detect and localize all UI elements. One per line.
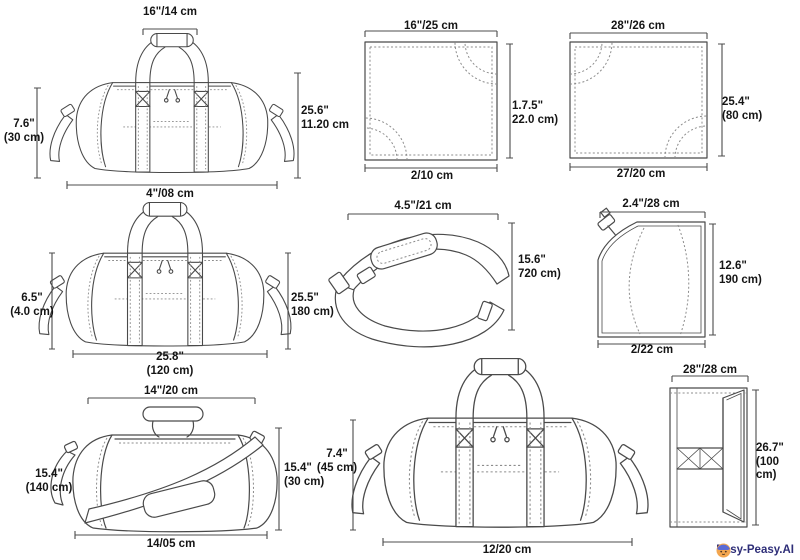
- duffel-small-top-dimension-label: 16"/14 cm: [142, 6, 198, 18]
- shoulder-strap-top-dimension-label: 4.5"/21 cm: [394, 200, 452, 212]
- side-panel-bottom-dimension-label: 2/22 cm: [630, 344, 674, 356]
- panel-large-right-dimension-label: 25.4" (80 cm): [722, 96, 763, 122]
- duffel-crossbody-right-dimension-label: 15.4" (30 cm): [284, 462, 325, 488]
- duffel-large-drawing: [350, 358, 649, 546]
- panel-small-dimension-lines: [364, 30, 513, 172]
- side-panel-top-dimension-label: 2.4"/28 cm: [622, 198, 680, 210]
- duffel-small-dimension-lines: [34, 28, 301, 189]
- side-panel-dimension-lines: [597, 211, 716, 348]
- divider-panel-top-dimension-label: 28"/28 cm: [682, 364, 738, 376]
- side-panel-right-dimension-label: 12.6" 190 cm): [719, 260, 762, 286]
- panel-large-bottom-dimension-label: 27/20 cm: [616, 168, 666, 180]
- watermark: Easy-Peasy.AI: [716, 543, 794, 557]
- duffel-crossbody-top-dimension-label: 14"/20 cm: [143, 385, 199, 397]
- duffel-small-left-dimension-label: 7.6" (30 cm): [3, 118, 45, 144]
- duffel-small-bottom-dimension-label: 4"/08 cm: [146, 188, 194, 200]
- duffel-crossbody-bottom-dimension-label: 14/05 cm: [146, 538, 196, 550]
- duffel-medium-drawing: [38, 202, 292, 358]
- shoulder-strap-dimension-lines: [347, 213, 515, 331]
- duffel-crossbody-drawing: [50, 397, 282, 539]
- panel-small-top-dimension-label: 16"/25 cm: [403, 20, 459, 32]
- shoulder-strap-right-dimension-label: 15.6" 720 cm): [518, 254, 561, 280]
- duffel-medium-right-dimension-label: 25.5" 180 cm): [291, 292, 334, 318]
- duffel-small-right-dimension-label: 25.6" 11.20 cm: [301, 105, 349, 131]
- easy-peasy-mascot-icon: [716, 543, 731, 557]
- panel-small-bottom-dimension-label: 2/10 cm: [410, 170, 454, 182]
- panel-large-dimension-lines: [569, 32, 725, 171]
- side-panel-drawing: [597, 207, 716, 348]
- divider-panel-drawing: [669, 375, 759, 528]
- duffel-medium-bottom-dimension-label: 25.8" (120 cm): [146, 351, 194, 377]
- duffel-crossbody-dimension-lines: [74, 397, 282, 539]
- duffel-large-bottom-dimension-label: 12/20 cm: [482, 544, 532, 556]
- duffel-medium-left-dimension-label: 6.5" (4.0 cm): [10, 292, 54, 318]
- shoulder-strap-drawing: [328, 213, 515, 348]
- panel-large-drawing: [569, 32, 725, 171]
- panel-large-top-dimension-label: 28"/26 cm: [610, 20, 666, 32]
- duffel-crossbody-left-dimension-label: 15.4" (140 cm): [25, 468, 73, 494]
- duffel-medium-dimension-lines: [49, 252, 291, 358]
- duffel-large-left-dimension-label: 7.4" (45 cm): [316, 448, 358, 474]
- panel-small-right-dimension-label: 1.7.5" 22.0 cm): [512, 100, 559, 126]
- divider-panel-dimension-lines: [671, 375, 759, 526]
- watermark-label: Easy-Peasy.AI: [716, 544, 794, 556]
- duffel-large-dimension-lines: [350, 419, 633, 546]
- panel-small-drawing: [364, 30, 513, 172]
- duffel-small-drawing: [34, 28, 301, 189]
- divider-panel-right-dimension-label: 26.7" (100 cm): [756, 442, 784, 482]
